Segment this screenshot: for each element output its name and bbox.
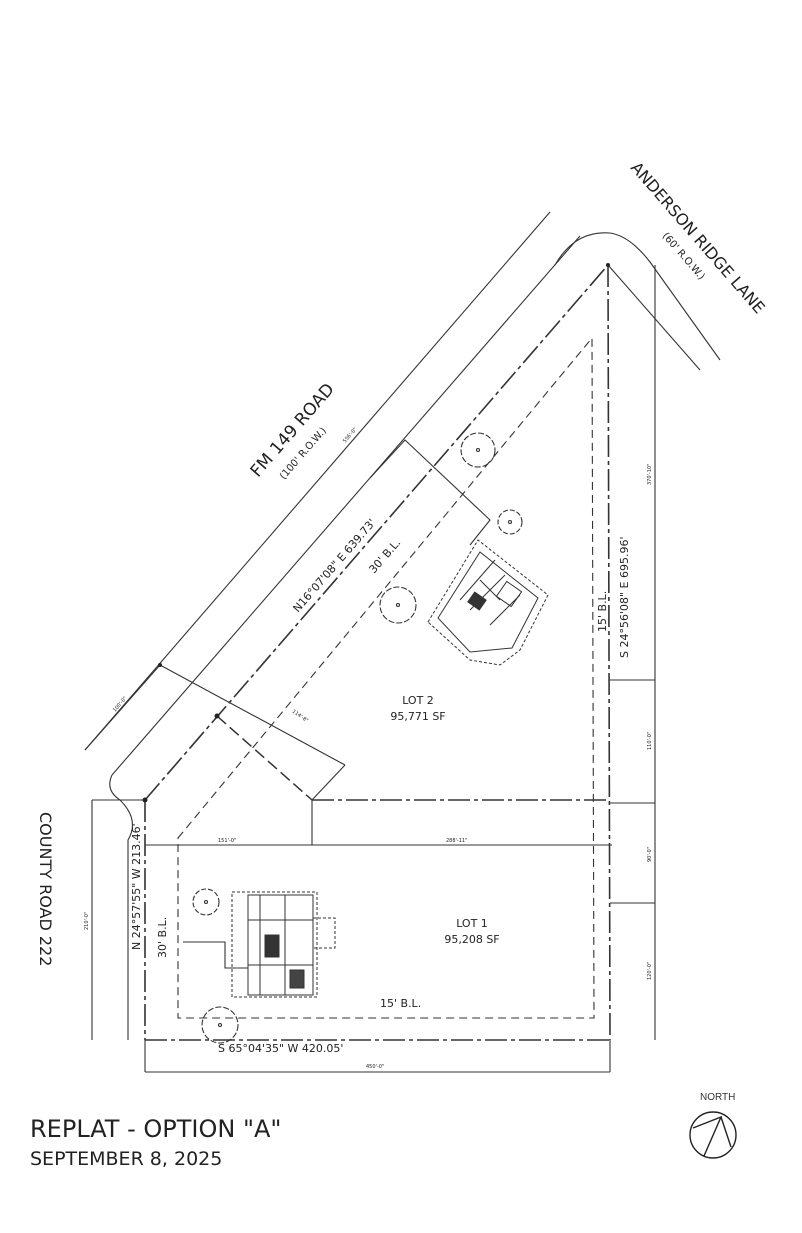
fm149-row-outer — [84, 211, 551, 751]
lot2-name: LOT 2 — [402, 694, 434, 707]
dim-bottom: 450'-0" — [366, 1064, 384, 1070]
house-lot1 — [231, 891, 336, 998]
lot2-area: 95,771 SF — [390, 710, 445, 723]
anderson-ridge-row — [607, 264, 701, 371]
tree-icon — [460, 432, 496, 468]
north-arrow-icon — [689, 1111, 737, 1159]
dim-east-mid2: 90'-0" — [647, 847, 653, 862]
tree-icon — [192, 888, 220, 916]
dim-east-mid1: 110'-0" — [647, 732, 653, 750]
dim-line-lot2 — [159, 664, 346, 766]
dim-lot1-east: 288'-11" — [446, 838, 467, 844]
dim-east-upper: 370'-10" — [647, 464, 653, 485]
dim-line-row — [84, 664, 161, 751]
dim-west: 210'-0" — [84, 912, 90, 930]
east-bearing: S 24°56'08" E 695.96' — [618, 536, 631, 658]
dim-fm-frontage: 556'-0" — [342, 427, 358, 445]
anderson-name: ANDERSON RIDGE LANE — [627, 158, 769, 317]
dim-east-lower: 120'-0" — [647, 962, 653, 980]
anderson-ridge-curb — [554, 232, 721, 361]
tree-icon — [379, 586, 417, 624]
tree-icon — [201, 1006, 239, 1044]
drawing-title: REPLAT - OPTION "A" — [30, 1115, 282, 1143]
tree-icon — [497, 509, 523, 535]
driveway-lot2 — [369, 439, 491, 546]
east-setback: 15' B.L. — [596, 591, 609, 632]
lot1-name: LOT 1 — [456, 917, 488, 930]
south-bearing: S 65°04'35" W 420.05' — [218, 1042, 343, 1055]
setback-line — [177, 336, 595, 1019]
west-bearing: N 24°57'55" W 213.46' — [130, 823, 143, 950]
north-bearing: N16°07'08" E 639.73' — [290, 516, 378, 615]
east-property-line — [607, 264, 611, 1041]
dim-lot1-west: 151'-0" — [218, 838, 236, 844]
north-property-line — [144, 264, 609, 801]
driveway-lot1 — [183, 941, 248, 969]
dim-line-lot2-end — [311, 764, 346, 801]
lot-division-diagonal — [216, 715, 313, 801]
north-setback: 30' B.L. — [366, 536, 403, 576]
lot1-area: 95,208 SF — [444, 933, 499, 946]
south-setback: 15' B.L. — [380, 997, 421, 1010]
dim-lot2-side: 114'-8" — [291, 709, 309, 724]
north-label: NORTH — [700, 1092, 736, 1103]
fm149-row-inner — [111, 235, 581, 776]
drawing-date: SEPTEMBER 8, 2025 — [30, 1148, 223, 1170]
county-road-name: COUNTY ROAD 222 — [36, 812, 55, 966]
west-setback: 30' B.L. — [156, 917, 169, 958]
house-lot2 — [427, 539, 549, 666]
